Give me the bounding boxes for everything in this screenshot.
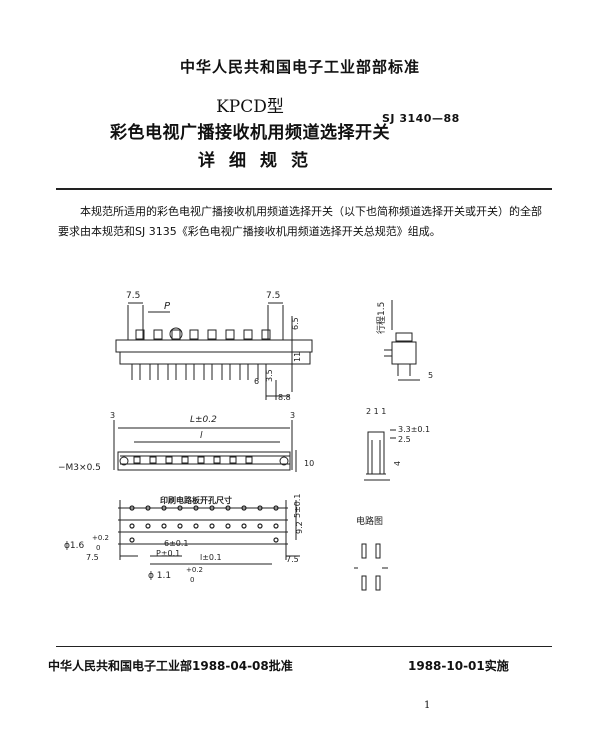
dim-label: 6	[254, 377, 259, 386]
dim-label: ϕ 1.1	[148, 571, 171, 581]
dim-label: ϕ1.6	[64, 541, 85, 551]
dim-label: 7.5	[126, 291, 140, 301]
scope-paragraph: 本规范所适用的彩色电视广播接收机用频道选择开关（以下也简称频道选择开关或开关）的…	[58, 205, 542, 238]
model-title: KPCD型	[216, 97, 284, 117]
dim-label: 7.5	[266, 291, 280, 301]
dim-label: 11	[293, 352, 302, 362]
dim-label: 5±0.1	[293, 493, 302, 518]
dim-label: 6±0.1	[164, 539, 189, 548]
switch-body-bottom	[119, 351, 311, 365]
dim-label: P	[164, 301, 171, 312]
dim-label: 7.5	[286, 555, 299, 564]
document-title: 彩色电视广播接收机用频道选择开关	[110, 123, 390, 143]
pcb-hole-title: 印刷电路板开孔尺寸	[160, 495, 232, 505]
document-subtitle: 详细规范	[198, 151, 322, 171]
effective-date: 1988-10-01实施	[408, 659, 509, 673]
dim-label: 3.5	[265, 369, 274, 382]
dim-label: 4	[393, 461, 402, 466]
dim-label: 2 1 1	[366, 407, 386, 416]
dim-label: 行程1.5	[375, 302, 387, 334]
dim-label: −M3×0.5	[58, 463, 101, 473]
dim-label: 6.5	[291, 317, 300, 330]
top-divider	[56, 188, 552, 190]
dim-label: 0	[96, 544, 100, 552]
dim-label: 8.8	[278, 393, 291, 402]
dim-label: 3	[290, 411, 295, 420]
circuit-diagram-label: 电路图	[356, 515, 383, 527]
bottom-divider	[56, 646, 552, 647]
approval-note: 中华人民共和国电子工业部1988-04-08批准	[48, 659, 293, 673]
page-number: 1	[424, 700, 431, 711]
dim-label: 10	[304, 459, 314, 468]
dim-label: 2.5	[398, 435, 411, 444]
dim-label: 3	[110, 411, 115, 420]
dim-label: P±0.1	[156, 549, 180, 558]
dim-label: 5	[428, 371, 433, 380]
dim-label: 0	[190, 576, 194, 584]
switch-body-top	[115, 339, 313, 353]
dim-label: 7.5	[86, 553, 99, 562]
issuing-authority: 中华人民共和国电子工业部部标准	[179, 58, 420, 76]
dim-label: 9.2	[295, 521, 304, 534]
standard-number: SJ 3140—88	[382, 112, 460, 125]
dim-label: L±0.2	[190, 415, 217, 425]
dim-label: l±0.1	[200, 553, 222, 562]
switch-top-outline	[117, 451, 291, 471]
dim-label: 3.3±0.1	[398, 425, 430, 434]
dim-label: +0.2	[92, 534, 109, 542]
dim-label: +0.2	[186, 566, 203, 574]
dim-label: l	[200, 431, 203, 441]
